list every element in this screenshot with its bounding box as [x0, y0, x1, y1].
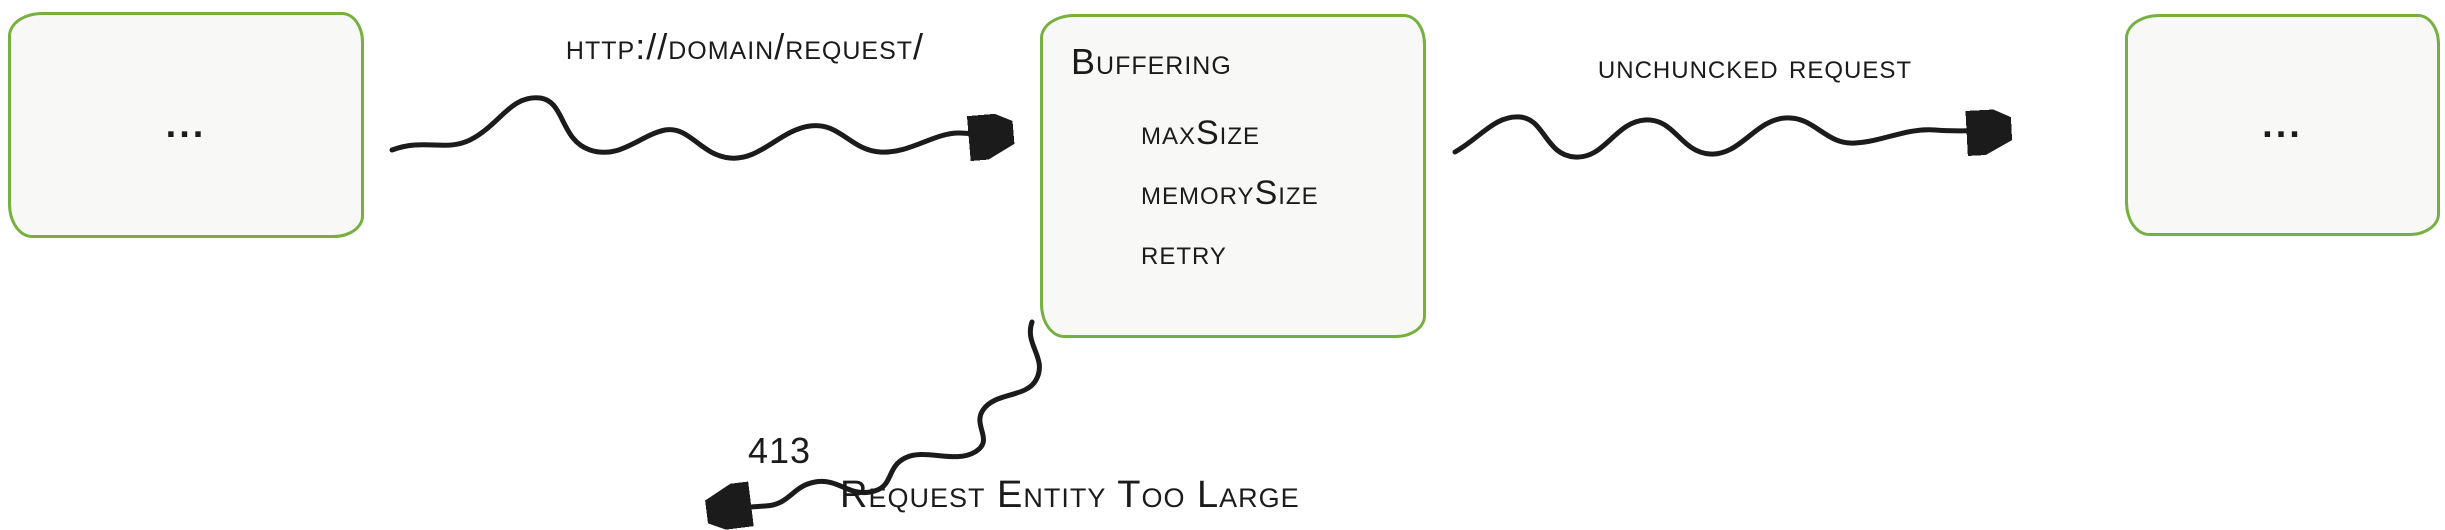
node-buffering: Buffering maxSize memorySize retry — [1040, 14, 1426, 338]
node-left: ... — [8, 12, 364, 238]
field-maxsize: maxSize — [1141, 114, 1261, 152]
node-right: ... — [2125, 14, 2440, 236]
error-code-label: 413 — [748, 430, 812, 471]
unchunked-request-label: unchuncked request — [1597, 48, 1913, 86]
buffering-title: Buffering — [1071, 41, 1232, 82]
request-arrow — [389, 95, 1006, 158]
field-memorysize: memorySize — [1141, 174, 1319, 212]
request-url-label: http://domain/request/ — [565, 26, 925, 67]
field-retry: retry — [1141, 234, 1227, 272]
error-arrow — [714, 319, 1042, 511]
unchunked-request-arrow — [1452, 117, 2004, 160]
node-left-label: ... — [165, 104, 207, 146]
error-message-label: Request Entity Too Large — [840, 474, 1300, 516]
node-right-label: ... — [2262, 104, 2303, 146]
